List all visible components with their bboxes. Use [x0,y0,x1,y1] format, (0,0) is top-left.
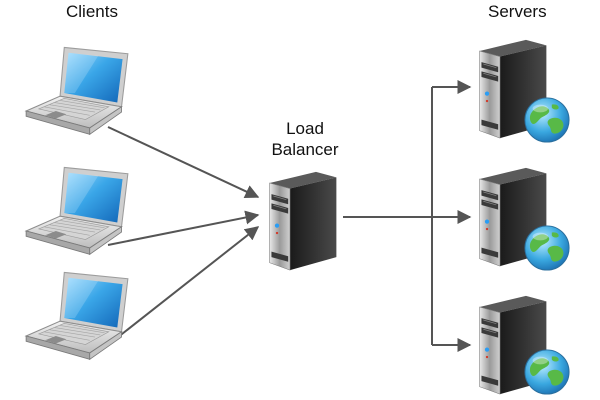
load-balancer-label: Load Balancer [262,118,348,160]
clients-title: Clients [66,2,118,21]
client-laptop-3-icon [25,271,129,360]
load-balancer-server-icon [269,171,337,271]
load-balancer-label-line2: Balancer [271,140,339,159]
client-laptop-1-icon [25,46,129,135]
link-client1-to-lb [107,126,260,199]
link-client3-to-lb [107,226,260,346]
server-1-globe-icon [524,97,570,143]
client-laptop-2-icon [25,166,129,255]
load-balancer-label-line1: Load [286,119,324,138]
link-client2-to-lb [107,210,260,246]
servers-title: Servers [488,2,547,21]
server-2-globe-icon [524,225,570,271]
server-3-globe-icon [524,349,570,395]
